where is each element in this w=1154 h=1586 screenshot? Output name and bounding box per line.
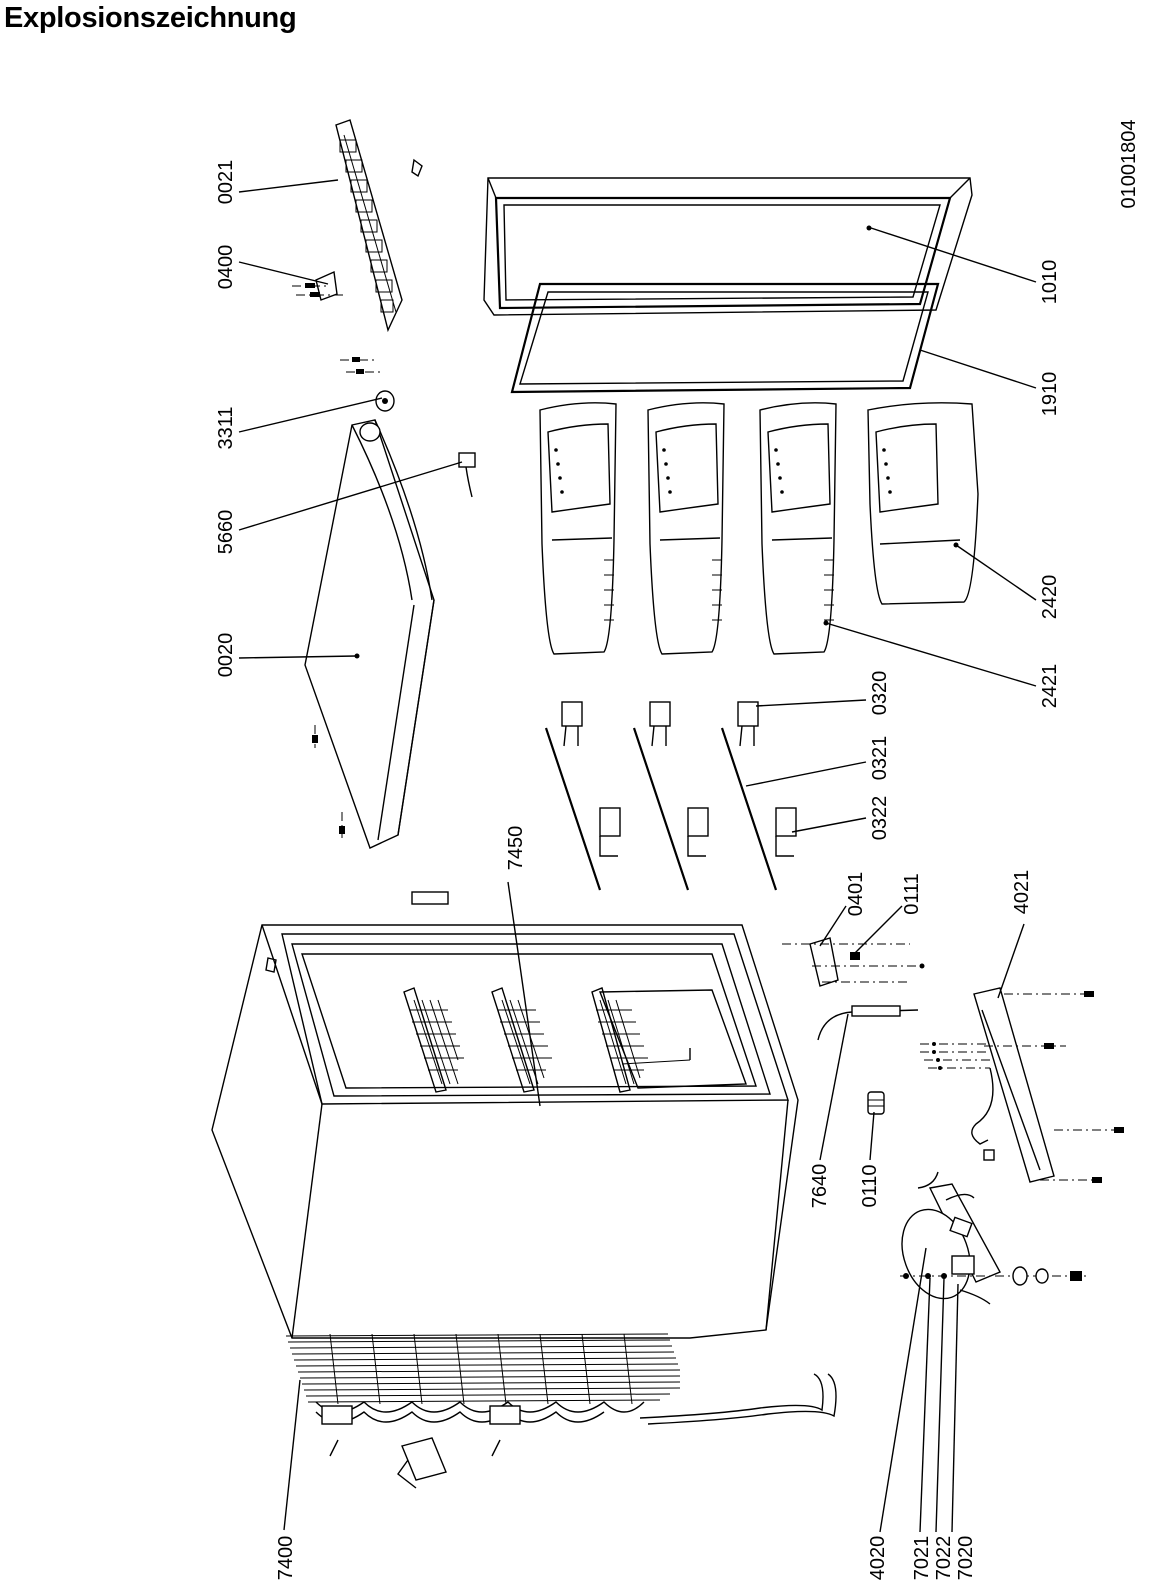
- label-7022: 7022: [933, 1536, 955, 1581]
- label-0021: 0021: [215, 160, 237, 205]
- basket-1: [539, 402, 617, 655]
- label-0320: 0320: [869, 671, 891, 716]
- label-0111: 0111: [901, 873, 923, 915]
- label-7640: 7640: [809, 1164, 831, 1209]
- drawing-number: 01001804: [1118, 120, 1140, 209]
- label-1010: 1010: [1039, 260, 1061, 305]
- rail-set-2: [632, 701, 709, 891]
- label-4020: 4020: [867, 1536, 889, 1581]
- label-4021: 4021: [1011, 870, 1033, 915]
- lid-0020: [304, 419, 435, 849]
- label-2420: 2420: [1039, 575, 1061, 620]
- bracket-0400: [292, 270, 382, 374]
- electrical-parts: [782, 937, 1124, 1183]
- label-7450: 7450: [505, 826, 527, 871]
- label-0401: 0401: [845, 872, 867, 917]
- compressor-assembly: [900, 1171, 1090, 1305]
- thermostat-5660: [458, 452, 476, 498]
- rail-set-1: [544, 701, 621, 891]
- label-0322: 0322: [869, 796, 891, 841]
- cabinet: [211, 924, 837, 1489]
- label-7020: 7020: [955, 1536, 977, 1581]
- label-7021: 7021: [911, 1536, 933, 1581]
- basket-3: [759, 402, 837, 655]
- label-3311: 3311: [215, 406, 237, 449]
- basket-2: [647, 402, 725, 655]
- label-0020: 0020: [215, 633, 237, 678]
- hinge-bar-0021: [335, 119, 423, 333]
- label-7400: 7400: [275, 1536, 297, 1581]
- label-1910: 1910: [1039, 372, 1061, 417]
- label-2421: 2421: [1039, 664, 1061, 709]
- basket-row: [539, 402, 979, 655]
- label-0400: 0400: [215, 245, 237, 290]
- label-0110: 0110: [859, 1164, 881, 1207]
- door-frame-1010: [483, 177, 973, 316]
- gasket-1910: [510, 282, 940, 394]
- divider-rails: [544, 701, 797, 891]
- part-labels: 0021 0400 3311 5660 0020 01001804 1010 1…: [215, 120, 1140, 1581]
- rail-set-3: [720, 701, 797, 891]
- knob-3311: [375, 390, 395, 412]
- leader-lines: [238, 179, 1037, 1533]
- label-plate: [411, 891, 449, 905]
- basket-4: [867, 402, 979, 605]
- page-title: Explosionszeichnung: [4, 2, 297, 34]
- label-5660: 5660: [215, 510, 237, 555]
- label-0321: 0321: [869, 736, 891, 781]
